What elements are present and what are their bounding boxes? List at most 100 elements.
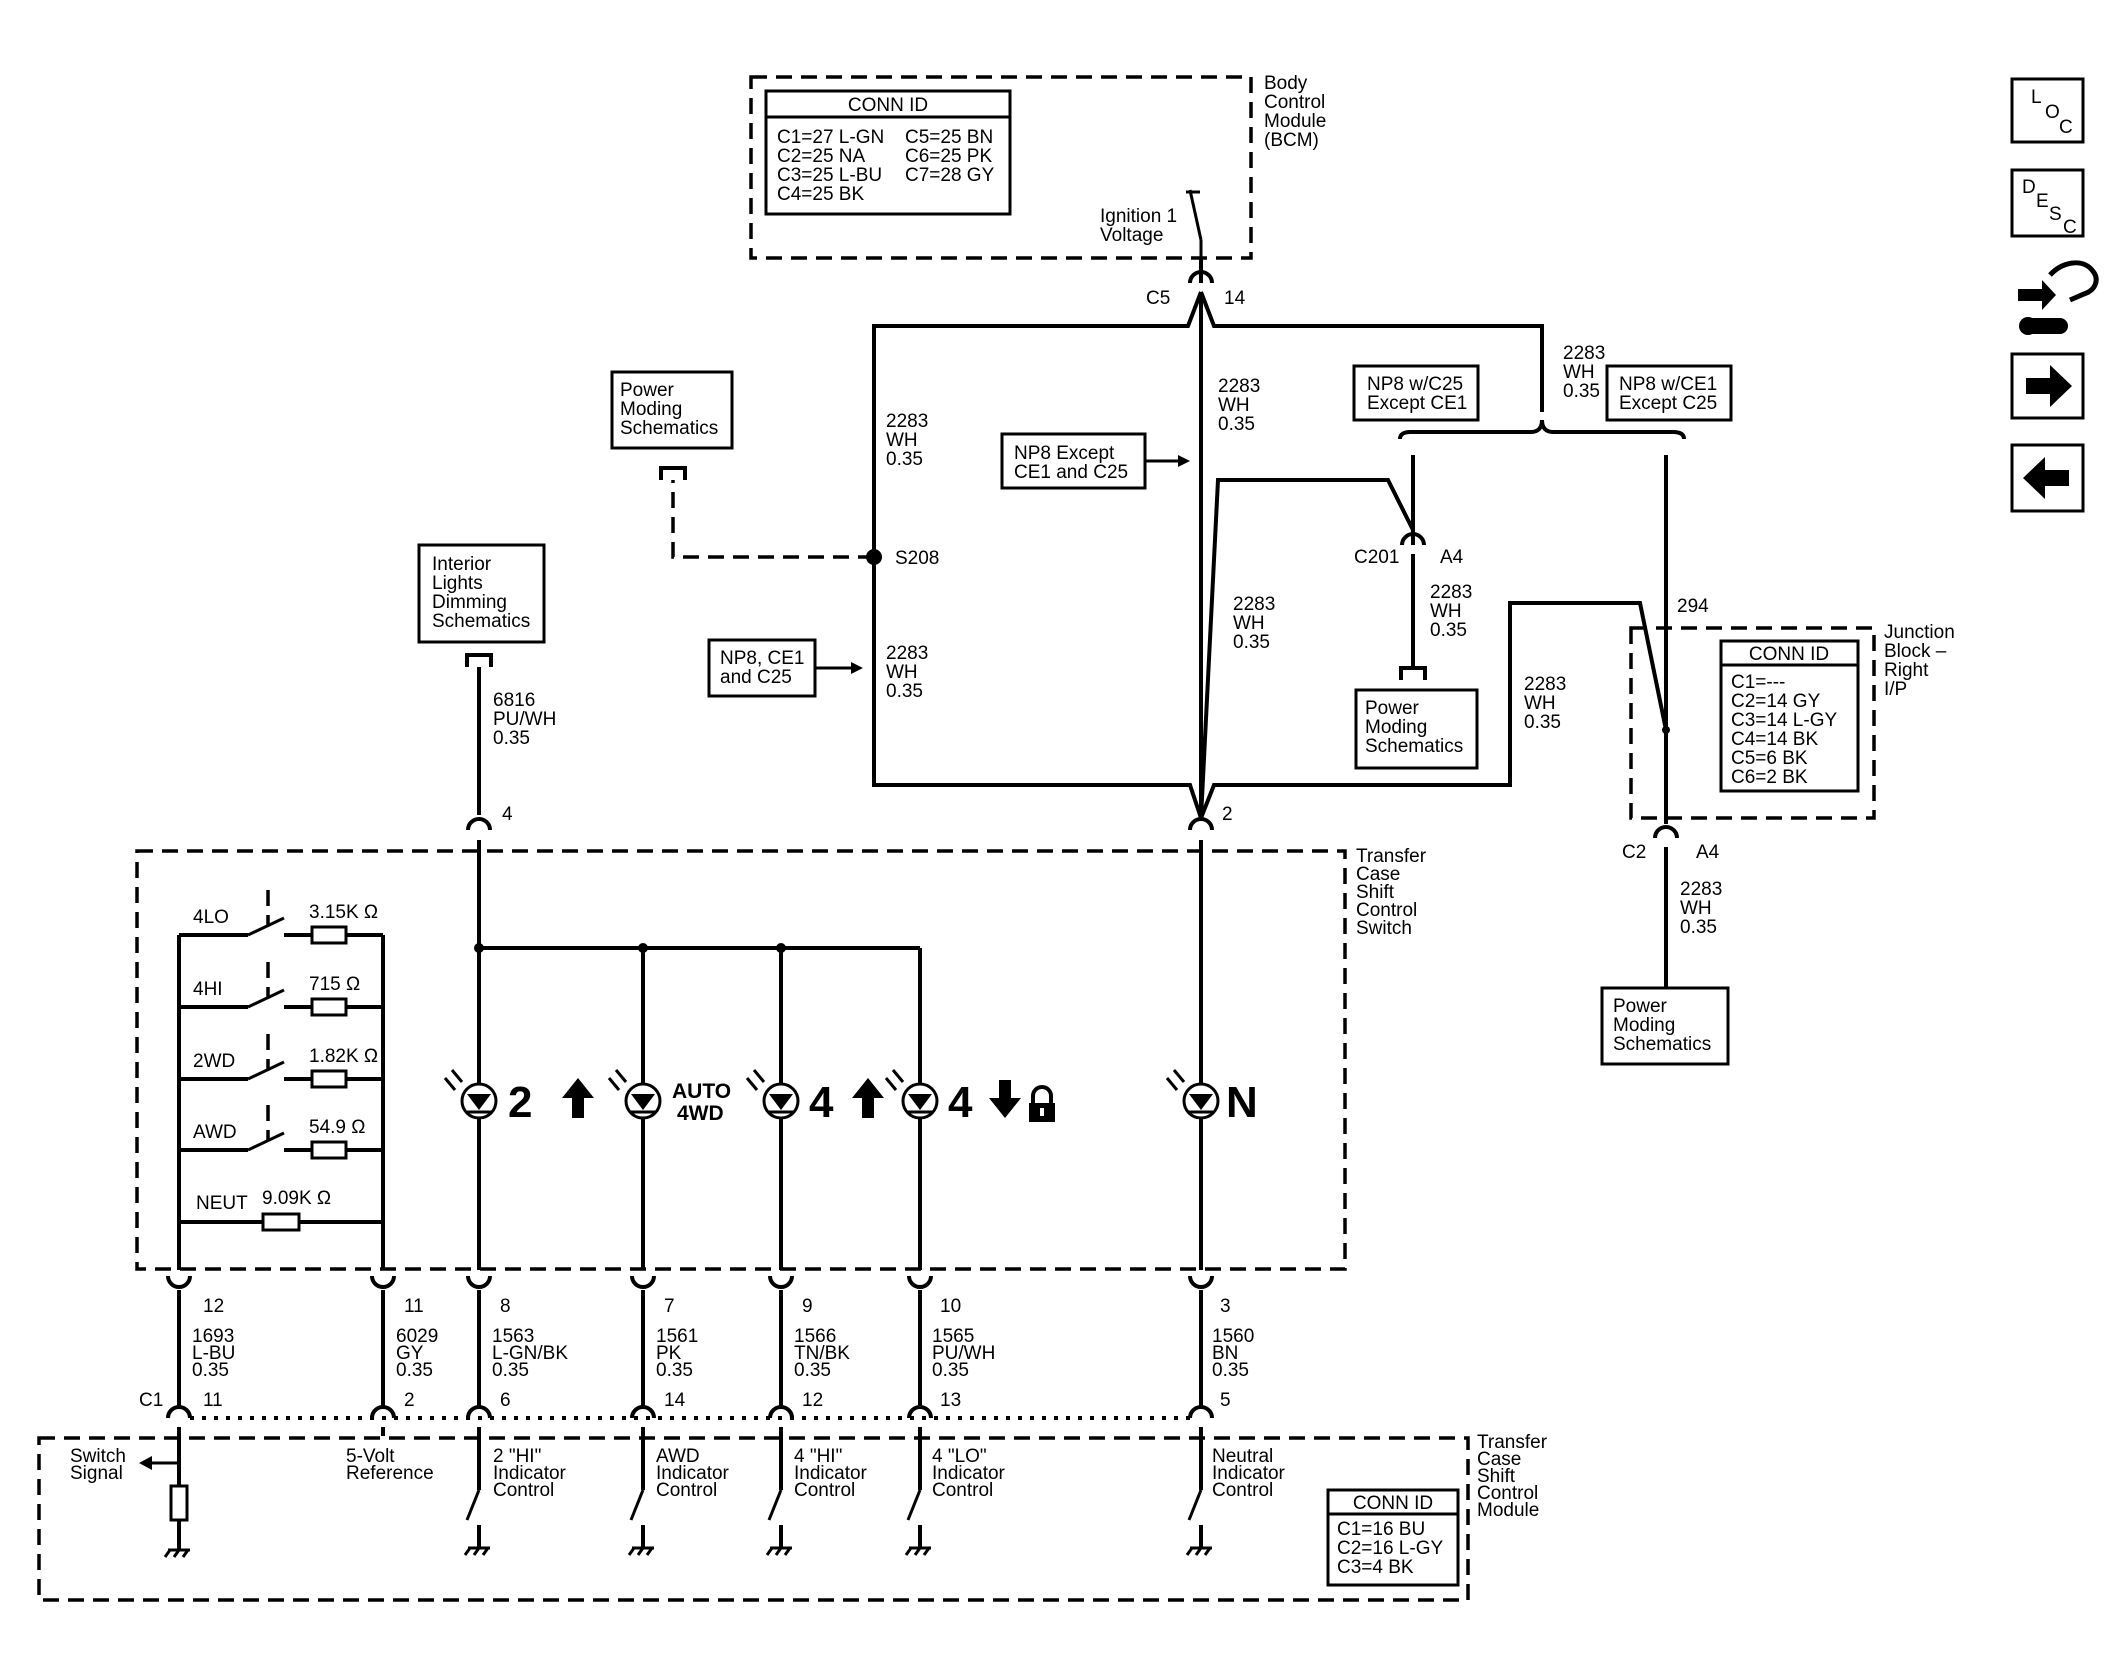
svg-text:1565: 1565 <box>932 1326 974 1347</box>
svg-text:Power: Power <box>620 380 675 401</box>
ref-power-moding-mid[interactable]: Power Moding Schematics <box>1354 688 1479 770</box>
bcm-c5-connector: C5 14 <box>1146 258 1246 309</box>
svg-text:4 "LO": 4 "LO" <box>932 1446 987 1467</box>
desc-button[interactable]: D E S C <box>2010 168 2085 238</box>
svg-text:Indicator: Indicator <box>794 1463 868 1484</box>
lock-icon <box>1029 1085 1055 1122</box>
junction-conn-c5: C5=6 BK <box>1731 748 1808 769</box>
junction-conn-c4: C4=14 BK <box>1731 729 1818 750</box>
svg-text:Schematics: Schematics <box>1365 736 1463 757</box>
c201-pin-label: A4 <box>1440 547 1464 568</box>
svg-text:12: 12 <box>802 1390 823 1411</box>
svg-text:L: L <box>2031 87 2042 108</box>
led-2hi: 2 <box>443 1069 594 1127</box>
svg-text:C3=4 BK: C3=4 BK <box>1337 1557 1414 1578</box>
svg-text:2283: 2283 <box>1524 674 1566 695</box>
svg-text:C1=16 BU: C1=16 BU <box>1337 1519 1425 1540</box>
svg-text:Indicator: Indicator <box>932 1463 1006 1484</box>
bcm-conn-c4: C4=25 BK <box>777 184 864 205</box>
svg-text:NP8 w/CE1: NP8 w/CE1 <box>1619 374 1717 395</box>
svg-text:2: 2 <box>508 1078 532 1127</box>
svg-text:Case: Case <box>1477 1449 1521 1470</box>
junction-conn-c3: C3=14 L-GY <box>1731 710 1837 731</box>
body-control-module: CONN ID C1=27 L-GN C2=25 NA C3=25 L-BU C… <box>749 73 1326 260</box>
svg-text:Control: Control <box>1212 1480 1273 1501</box>
ref-interior-lights[interactable]: Interior Lights Dimming Schematics <box>417 543 546 667</box>
svg-text:11: 11 <box>203 1390 223 1411</box>
up-arrow-icon <box>852 1078 884 1118</box>
svg-text:WH: WH <box>886 430 918 451</box>
svg-text:Transfer: Transfer <box>1477 1432 1548 1453</box>
svg-text:NEUT: NEUT <box>196 1193 248 1214</box>
loc-button[interactable]: L O C <box>2010 77 2085 144</box>
svg-text:C: C <box>2059 117 2073 138</box>
next-page-icon[interactable] <box>2010 352 2085 420</box>
component-views-icon[interactable] <box>2018 260 2099 335</box>
svg-text:0.35: 0.35 <box>492 1360 529 1381</box>
svg-text:12: 12 <box>203 1296 224 1317</box>
svg-text:0.35: 0.35 <box>1524 712 1561 733</box>
svg-text:Indicator: Indicator <box>1212 1463 1286 1484</box>
svg-text:4WD: 4WD <box>677 1102 724 1125</box>
svg-text:AWD: AWD <box>656 1446 700 1467</box>
svg-text:Signal: Signal <box>70 1463 123 1484</box>
driver-4hi: 4 "HI" Indicator Control <box>767 1427 868 1548</box>
junction-conn-c2: C2=14 GY <box>1731 691 1821 712</box>
ref-power-moding-right[interactable]: Power Moding Schematics <box>1600 986 1730 1066</box>
svg-text:Reference: Reference <box>346 1463 434 1484</box>
svg-text:9: 9 <box>802 1296 813 1317</box>
junction-name-4: I/P <box>1884 679 1907 700</box>
svg-text:10: 10 <box>940 1296 961 1317</box>
c201-branch: C201 A4 <box>1354 455 1464 680</box>
svg-text:2283: 2283 <box>1430 582 1472 603</box>
svg-text:1563: 1563 <box>492 1326 534 1347</box>
svg-text:11: 11 <box>404 1296 424 1317</box>
led-neutral: N <box>1165 1069 1258 1127</box>
junction-c2-label: C2 <box>1622 842 1646 863</box>
bcm-conn-c5: C5=25 BN <box>905 127 993 148</box>
up-arrow-icon <box>562 1078 594 1118</box>
svg-text:NP8, CE1: NP8, CE1 <box>720 648 804 669</box>
svg-text:Indicator: Indicator <box>493 1463 567 1484</box>
svg-text:Switch: Switch <box>70 1446 126 1467</box>
svg-text:2WD: 2WD <box>193 1051 235 1072</box>
svg-text:9.09K Ω: 9.09K Ω <box>262 1188 331 1209</box>
ref-power-moding-top[interactable]: Power Moding Schematics <box>610 370 734 450</box>
svg-text:TN/BK: TN/BK <box>794 1343 850 1364</box>
svg-text:Schematics: Schematics <box>1613 1034 1711 1055</box>
bcm-name-line3: Module <box>1264 111 1326 132</box>
svg-text:Control: Control <box>794 1480 855 1501</box>
ignition-label-1: Ignition 1 <box>1100 206 1177 227</box>
junction-name-1: Junction <box>1884 622 1955 643</box>
svg-text:Case: Case <box>1356 864 1400 885</box>
svg-text:Neutral: Neutral <box>1212 1446 1273 1467</box>
svg-text:Lights: Lights <box>432 573 483 594</box>
svg-text:3.15K Ω: 3.15K Ω <box>309 902 378 923</box>
svg-text:Power: Power <box>1365 698 1420 719</box>
ref-np8-w-ce1: NP8 w/CE1 Except C25 <box>1605 364 1733 422</box>
svg-text:Shift: Shift <box>1356 882 1395 903</box>
svg-text:D: D <box>2022 177 2036 198</box>
junction-conn-c6: C6=2 BK <box>1731 767 1808 788</box>
svg-text:Dimming: Dimming <box>432 592 507 613</box>
svg-text:2 "HI": 2 "HI" <box>493 1446 541 1467</box>
bcm-name-line1: Body <box>1264 73 1308 94</box>
ignition-label-2: Voltage <box>1100 225 1163 246</box>
svg-text:AUTO: AUTO <box>672 1080 731 1103</box>
svg-text:WH: WH <box>1524 693 1556 714</box>
down-arrow-icon <box>989 1080 1021 1118</box>
svg-text:6029: 6029 <box>396 1326 438 1347</box>
svg-text:Control: Control <box>656 1480 717 1501</box>
svg-text:2283: 2283 <box>886 643 928 664</box>
svg-text:2: 2 <box>404 1390 415 1411</box>
svg-text:L-BU: L-BU <box>192 1343 235 1364</box>
svg-text:Power: Power <box>1613 996 1668 1017</box>
previous-page-icon[interactable] <box>2010 443 2085 513</box>
svg-text:0.35: 0.35 <box>886 681 923 702</box>
junction-name-2: Block – <box>1884 641 1947 662</box>
switch-pin4-label: 4 <box>502 804 513 825</box>
driver-4lo: 4 "LO" Indicator Control <box>906 1427 1006 1548</box>
svg-text:NP8 Except: NP8 Except <box>1014 443 1115 464</box>
svg-text:Control: Control <box>1477 1483 1538 1504</box>
mode-row-neut: NEUT 9.09K Ω <box>179 1188 383 1232</box>
